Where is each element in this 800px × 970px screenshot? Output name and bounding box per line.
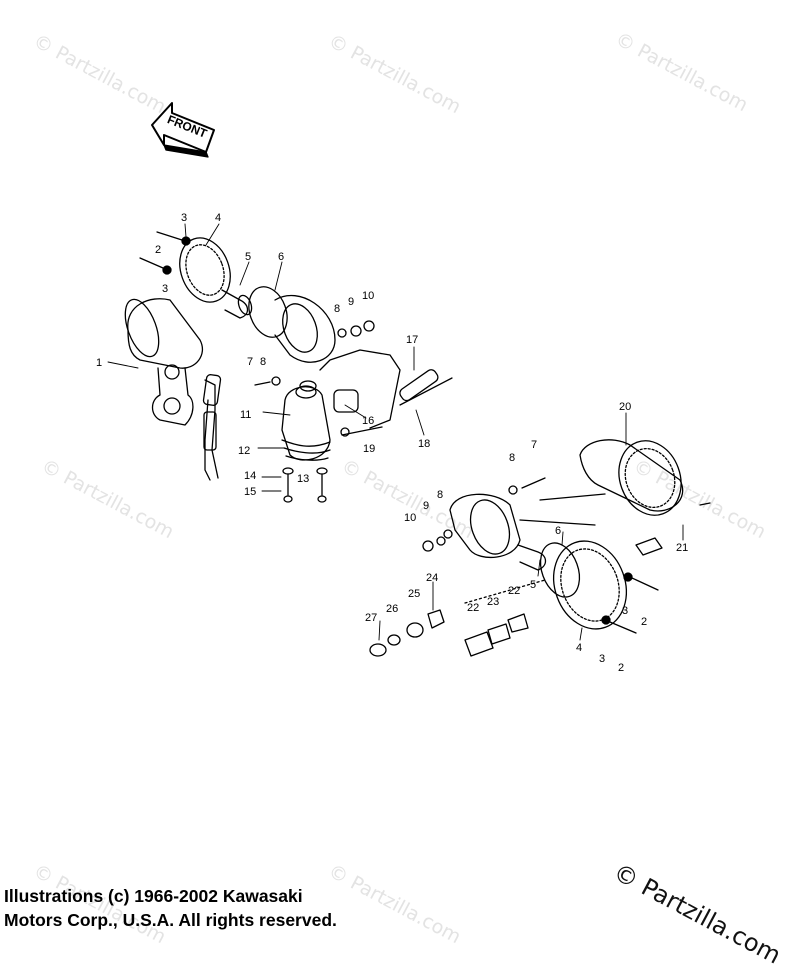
callout-10: 10 [404,512,416,524]
callout-11: 11 [240,409,251,421]
callout-15: 15 [244,486,256,498]
callout-6: 6 [555,525,561,537]
callout-2: 2 [641,616,647,628]
callout-14: 14 [244,470,256,482]
callout-3: 3 [622,605,628,617]
callout-8: 8 [509,452,515,464]
callout-10: 10 [362,290,374,302]
exploded-view: FRONT [96,102,711,674]
callout-8: 8 [437,489,443,501]
callout-5: 5 [245,251,251,263]
callout-12: 12 [238,445,250,457]
callout-18: 18 [418,438,430,450]
front-arrow-icon: FRONT [151,102,215,158]
callout-9: 9 [348,296,354,308]
callout-8: 8 [334,303,340,315]
callout-2: 2 [618,662,624,674]
callout-23: 23 [487,596,499,608]
rear-right-signal [422,439,711,634]
callout-4: 4 [215,212,221,224]
callout-13: 13 [297,473,309,485]
callout-26: 26 [386,603,398,615]
callout-5: 5 [530,579,536,591]
callout-9: 9 [423,500,429,512]
callout-21: 21 [676,542,688,554]
callout-25: 25 [408,588,420,600]
callout-17: 17 [406,334,418,346]
front-left-signal [124,231,336,481]
parts-diagram: © Partzilla.com © Partzilla.com © Partzi… [4,28,786,970]
callout-3: 3 [162,283,168,295]
callout-27: 27 [365,612,377,624]
callout-1: 1 [96,357,102,369]
callout-3: 3 [599,653,605,665]
small-parts [369,579,546,657]
callout-2: 2 [155,244,161,256]
callout-7: 7 [247,356,253,368]
flasher-assembly [254,320,453,503]
callout-7: 7 [531,439,537,451]
copyright-notice: Illustrations (c) 1966-2002 Kawasaki Mot… [4,884,337,932]
callout-8: 8 [260,356,266,368]
callout-19: 19 [363,443,375,455]
callout-22: 22 [467,602,479,614]
callout-6: 6 [278,251,284,263]
callout-20: 20 [619,401,631,413]
leader-lines [107,223,684,641]
callout-16: 16 [362,415,374,427]
callout-22: 22 [508,585,520,597]
callout-4: 4 [576,642,582,654]
callout-labels: 1 2 3 3 4 5 6 7 8 8 9 10 11 12 13 14 15 … [96,212,688,674]
callout-3: 3 [181,212,187,224]
callout-24: 24 [426,572,438,584]
copyright-line-1: Illustrations (c) 1966-2002 Kawasaki [4,886,303,906]
copyright-line-2: Motors Corp., U.S.A. All rights reserved… [4,910,337,930]
